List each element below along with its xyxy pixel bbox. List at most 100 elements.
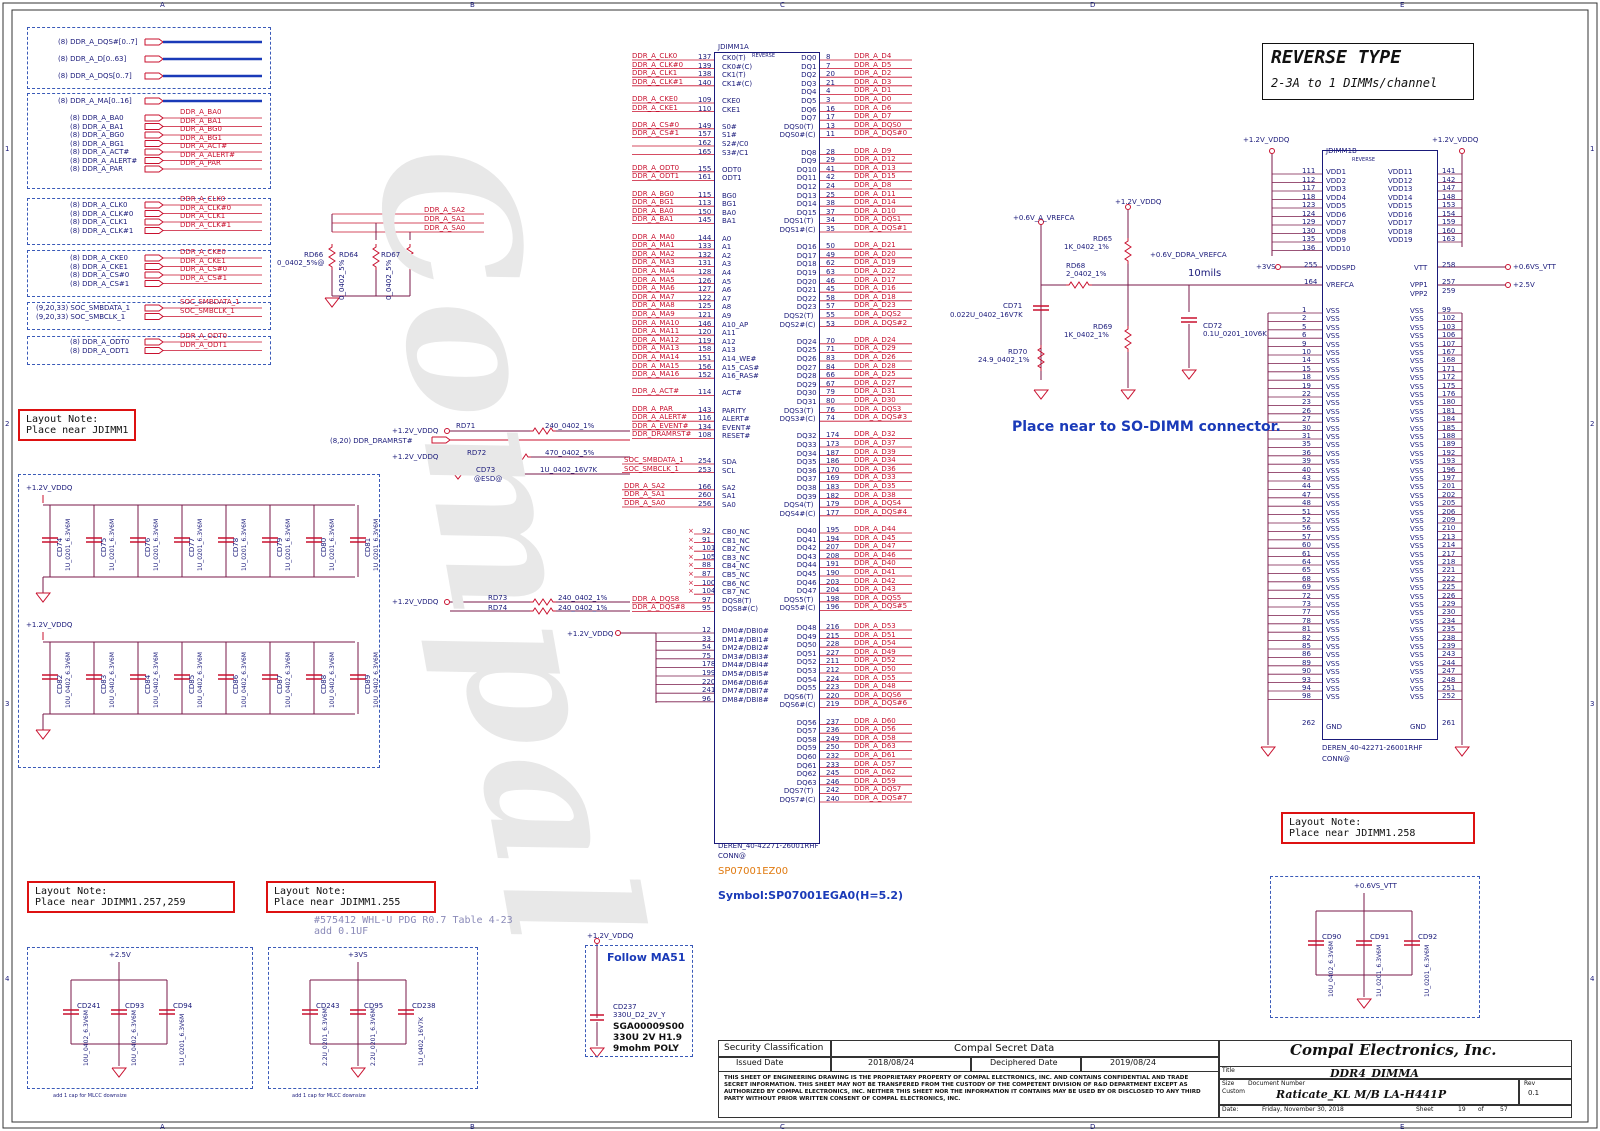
date-value: Friday, November 30, 2018 <box>1262 1106 1344 1113</box>
jdimm1b-vss-right-16: VSS <box>1410 441 1424 450</box>
jdimm1b-vss-right-num-19: 196 <box>1442 465 1456 474</box>
jdimm1a-right-pin-9: DQS0#(C) <box>779 131 816 140</box>
jdimm1a-right-pin-4: DQ4 <box>801 88 817 97</box>
port-group-smb <box>27 302 271 330</box>
jdimm1a-left-pin-2: CK1(T) <box>722 71 746 80</box>
jdimm1b-vss-left-num-41: 86 <box>1302 650 1311 659</box>
rail-connector-icon <box>1459 148 1465 154</box>
jdimm1b-vss-left-num-29: 61 <box>1302 549 1311 558</box>
jdimm1a-left-num-23: 132 <box>698 250 712 259</box>
jdimm1a-right-pin-45: DQ33 <box>796 441 817 449</box>
jdimm1a-right-num-48: 170 <box>826 465 840 474</box>
jdimm1b-vss-right-num-3: 106 <box>1442 331 1456 340</box>
vpp-rail: +2.5V <box>1513 281 1535 289</box>
jdimm1a-right2-num-9: 219 <box>826 700 840 709</box>
vtt-num: 258 <box>1442 261 1456 269</box>
jdimm1a-left-pin-44: RESET# <box>722 432 751 441</box>
jdimm1a-right2-pin-4: DQ52 <box>796 658 817 667</box>
jdimm1a-right-pin-26: DQ20 <box>796 277 817 286</box>
jdimm1a-right-pin-53: DQS4#(C) <box>779 509 816 518</box>
jdimm1a-right-pin-42: DQS3#(C) <box>779 415 816 424</box>
jdimm1b-vss-right-num-29: 217 <box>1442 549 1456 558</box>
jdimm1a-right2-pin-15: DQ60 <box>796 753 817 761</box>
jdimm1b-vss-right-33: VSS <box>1410 584 1424 593</box>
jdimm1b-vss-right-30: VSS <box>1410 559 1424 567</box>
jdimm1a-right-net-26: DDR_A_D17 <box>854 275 896 284</box>
jdimm1b-vss-right-num-24: 206 <box>1442 507 1456 516</box>
border-col-b: B <box>470 1 475 9</box>
jdimm1a-left-num-6: 110 <box>698 104 712 113</box>
jdimm1b-vss-right-42: VSS <box>1410 659 1424 668</box>
jdimm1a-right2-net-15: DDR_A_D61 <box>854 751 896 759</box>
cap258-cap-val-1: 1U_0201_6.3V6M <box>1376 944 1383 997</box>
jdimm1a-right-num-58: 208 <box>826 551 840 560</box>
jdimm1a-right-pin-20: DQS1#(C) <box>779 226 816 234</box>
jdimm1a-smb-net-5: DDR_A_SA0 <box>624 499 666 507</box>
jdimm1a-left-net-6: DDR_A_CKE1 <box>632 103 678 112</box>
net-label-cke-2: DDR_A_CS#0 <box>180 265 228 273</box>
jdimm1a-right-pin-64: DQS5#(C) <box>779 604 816 613</box>
no-connect-icon: × <box>688 544 694 553</box>
jdimm1a-left-net-25: DDR_A_MA4 <box>632 267 675 275</box>
vpp2-num: 259 <box>1442 287 1456 295</box>
jdimm1a-left-num-16: 115 <box>698 190 712 199</box>
jdimm1a-right-pin-17: DQ14 <box>796 200 817 209</box>
jdimm1a-right2-net-5: DDR_A_D50 <box>854 665 896 673</box>
jdimm1a-left-pin-14: ODT1 <box>722 174 742 183</box>
decap2-cap-ref-3: CD85 <box>188 674 196 694</box>
jdimm1b-vss-right-4: VSS <box>1410 340 1424 349</box>
jdimm1b-vss-left-num-22: 47 <box>1302 490 1311 499</box>
jdimm1a-right-num-11: 28 <box>826 147 835 156</box>
decap-array-box <box>18 474 380 768</box>
jdimm1b-vss-left-num-35: 73 <box>1302 600 1311 608</box>
rd68-label: RD68 <box>1066 262 1086 270</box>
jdimm1b-vss-right-7: VSS <box>1410 365 1424 374</box>
jdimm1a-right-net-51: DDR_A_D38 <box>854 490 896 499</box>
decap2-cap-val-0: 10U_0402_6.3V6M <box>65 652 72 708</box>
port-label-smb-0: (9,20,33) SOC_SMBDATA_1 <box>36 304 131 312</box>
border-col-a-bottom: A <box>160 1123 165 1131</box>
jdimm1b-vss-left-46: VSS <box>1326 693 1340 702</box>
jdimm1b-vdd-left-num-9: 136 <box>1302 243 1316 252</box>
jdimm1a-right-num-12: 29 <box>826 156 835 165</box>
rd73-rail: +1.2V_VDDQ <box>392 598 439 606</box>
jdimm1a-right2-pin-7: DQ55 <box>796 684 817 693</box>
jdimm1a-left-net-18: DDR_A_BA0 <box>632 206 674 215</box>
size-value: Custom <box>1222 1088 1245 1095</box>
jdimm1a-dm-num-7: 241 <box>702 686 716 695</box>
jdimm1a-left-net-36: DDR_A_MA15 <box>632 361 680 370</box>
jdimm1a-left-num-9: 157 <box>698 130 712 139</box>
jdimm1a-right-pin-11: DQ8 <box>801 148 817 157</box>
jdimm1b-vss-right-21: VSS <box>1410 483 1424 492</box>
jdimm1a-right-pin-49: DQ37 <box>796 475 817 484</box>
jdimm1a-right-pin-48: DQ36 <box>796 466 817 475</box>
jdimm1a-right-pin-56: DQ41 <box>796 535 817 544</box>
jdimm1a-right2-net-16: DDR_A_D57 <box>854 759 896 768</box>
reverse-title: REVERSE TYPE <box>1271 47 1402 68</box>
port-label-ba-5: (8) DDR_A_ALERT# <box>70 156 138 165</box>
port-label-2: (8) DDR_A_DQS[0..7] <box>58 72 132 80</box>
jdimm1a-right-net-33: DDR_A_D24 <box>854 335 896 344</box>
jdimm1a-right-pin-46: DQ34 <box>796 449 817 458</box>
net-label-ba-2: DDR_A_BG0 <box>180 125 222 133</box>
cap258-cap-ref-2: CD92 <box>1418 933 1438 941</box>
jdimm1a-left-pin-41: PARITY <box>722 406 747 415</box>
jdimm1b-vdd-left-4: VDD5 <box>1326 202 1347 210</box>
jdimm1b-vss-right-0: VSS <box>1410 307 1424 315</box>
port-label-ba-1: (8) DDR_A_BA1 <box>70 122 124 131</box>
jdimm1a-right2-num-14: 250 <box>826 743 840 752</box>
jdimm1b-vss-right-22: VSS <box>1410 491 1424 500</box>
jdimm1a-right-net-56: DDR_A_D45 <box>854 533 896 542</box>
jdimm1b-vss-left-num-40: 85 <box>1302 642 1311 650</box>
jdimm1b-vss-right-num-36: 230 <box>1442 608 1456 617</box>
jdimm1a-right-num-41: 76 <box>826 405 835 414</box>
rail-connector-icon <box>1125 204 1131 210</box>
jdimm1a-right2-num-4: 211 <box>826 657 840 666</box>
jdimm1a-right-net-27: DDR_A_D16 <box>854 284 896 293</box>
net-label-smb-1: SOC_SMBCLK_1 <box>180 306 235 315</box>
resistor-rd65 <box>1124 238 1132 264</box>
vtt-label: VTT <box>1414 264 1428 272</box>
jdimm1b-vss-right-num-33: 225 <box>1442 583 1456 592</box>
jdimm1b-vss-left-20: VSS <box>1326 475 1340 483</box>
jdimm1b-vss-left-3: VSS <box>1326 332 1340 341</box>
